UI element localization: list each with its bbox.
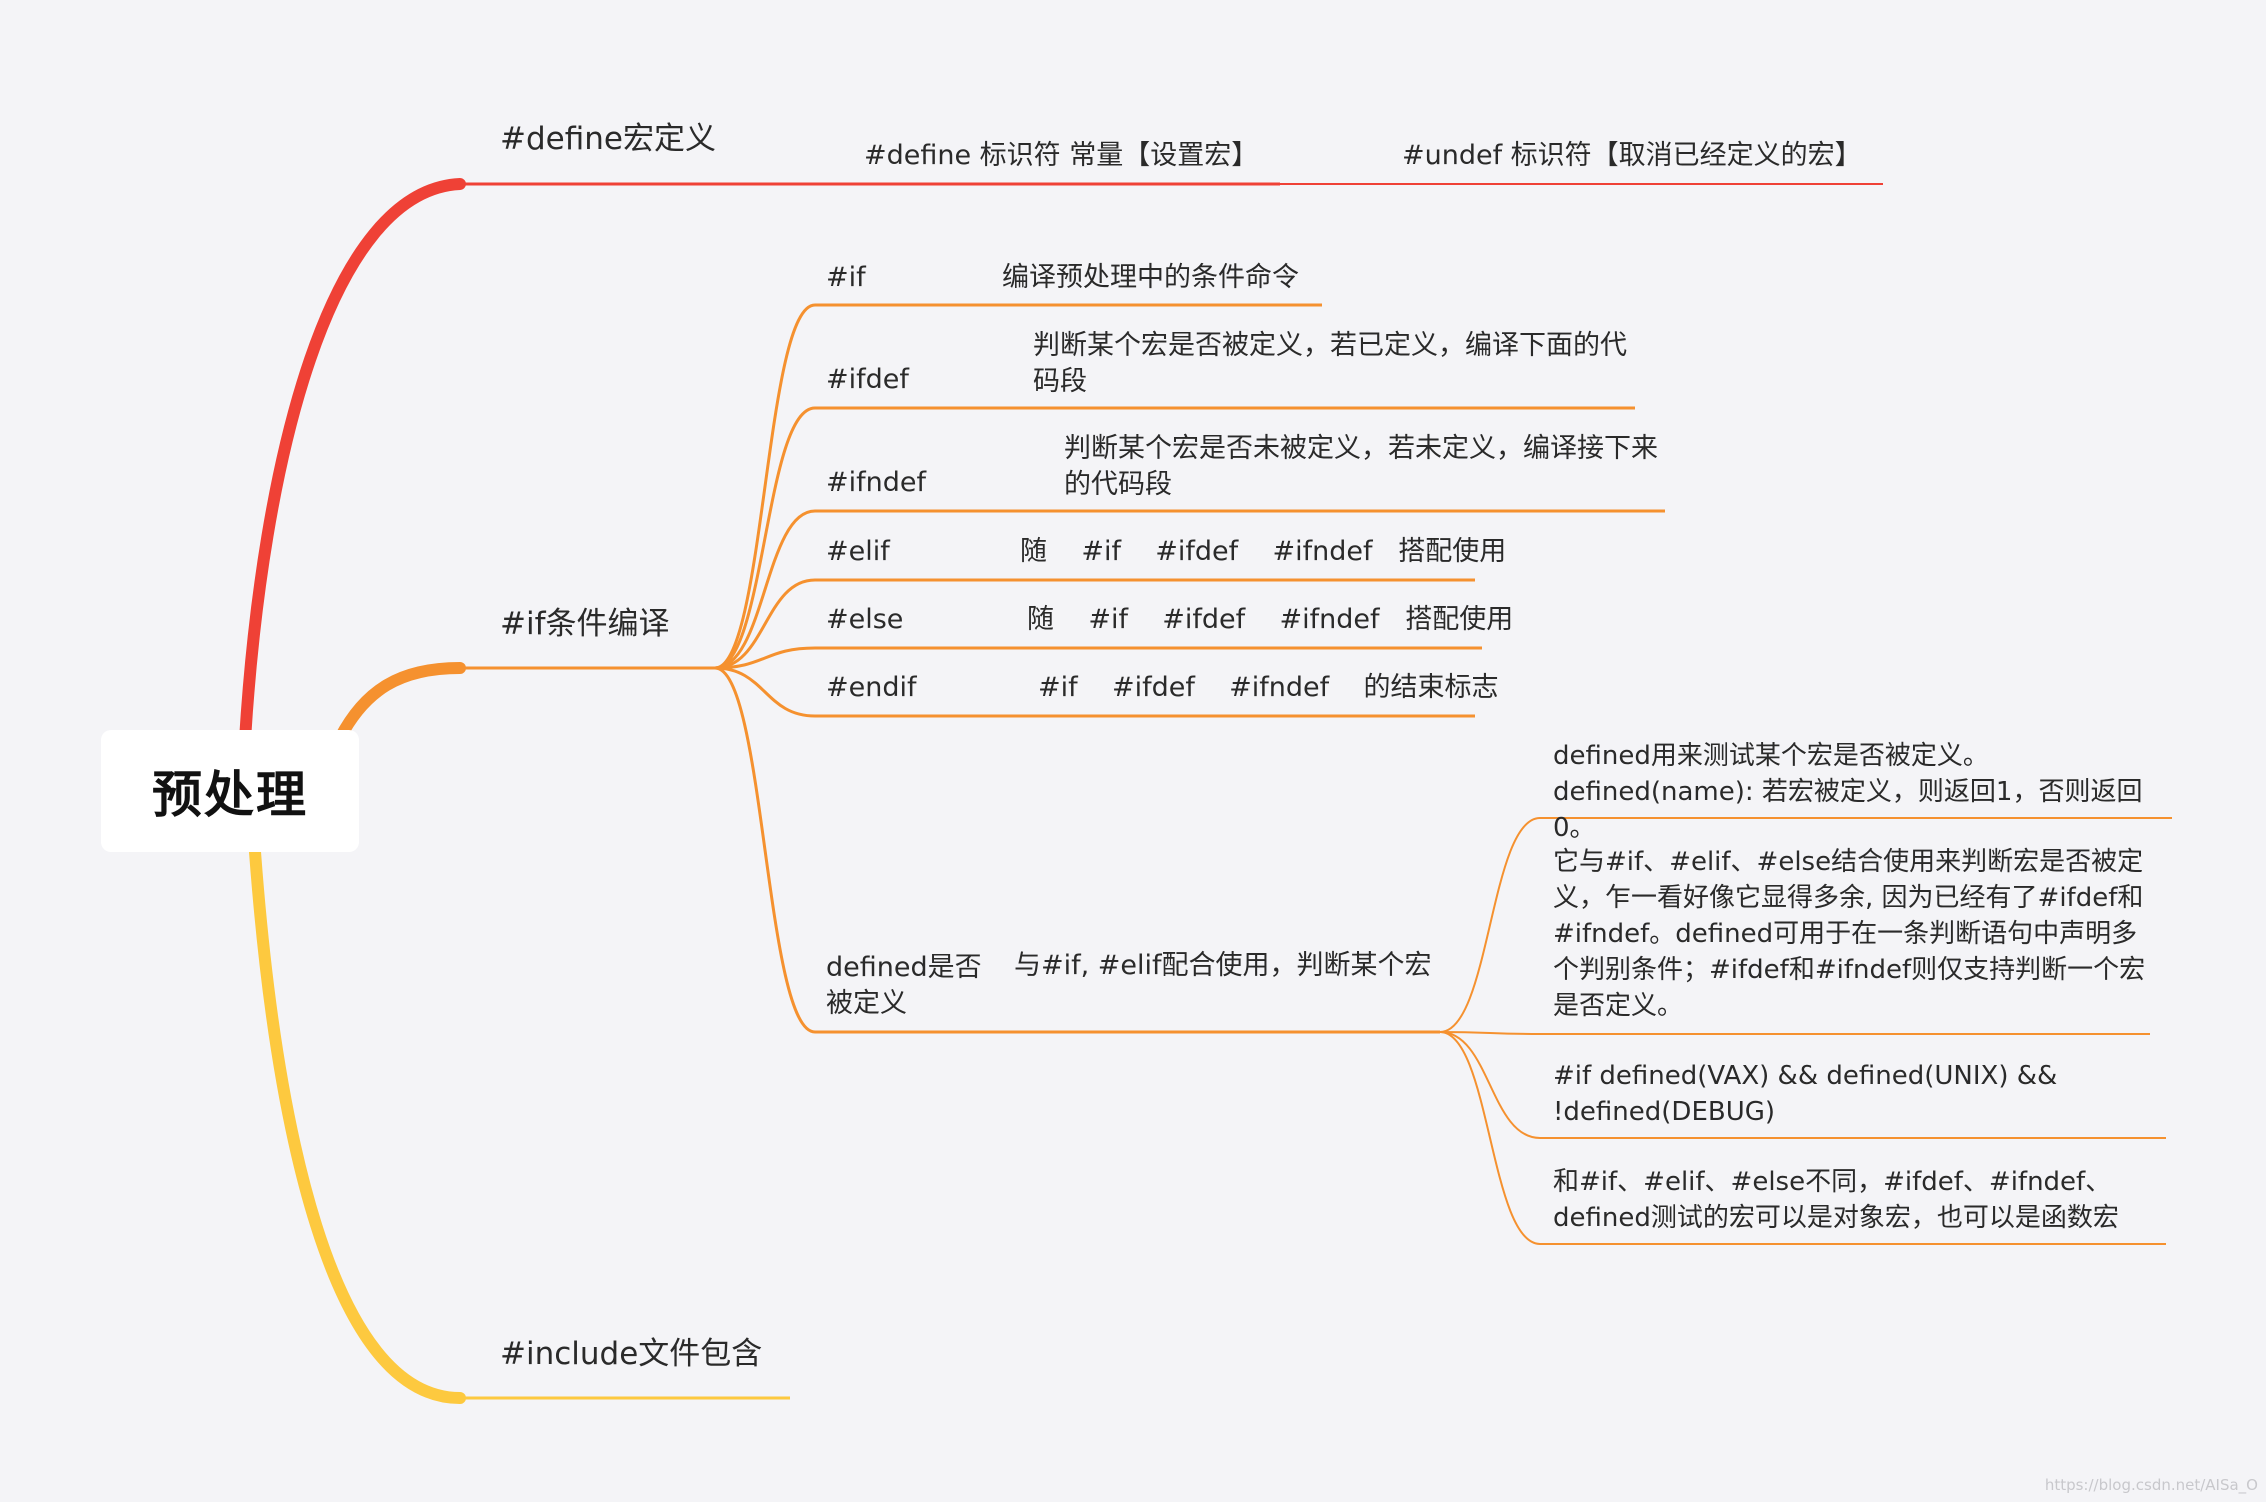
root-label: 预处理 [152, 766, 308, 824]
elif-item-key[interactable]: #elif [826, 536, 890, 567]
branch-connector-define [239, 178, 466, 746]
branch-include-label[interactable]: #include文件包含 [500, 1336, 763, 1372]
root-node[interactable]: 预处理 [101, 730, 359, 852]
defined-note-example: #if defined(VAX) && defined(UNIX) && !de… [1553, 1061, 2058, 1127]
ifndef-item-desc: 判断某个宏是否未被定义，若未定义，编译接下来的代码段 [1064, 433, 1658, 500]
endif-item-key[interactable]: #endif [826, 672, 917, 703]
defined-note-object-function-macro: 和#if、#elif、#else不同，#ifdef、#ifndef、define… [1553, 1167, 2119, 1233]
ifndef-item-key[interactable]: #ifndef [826, 467, 926, 498]
defined-notes-connectors [1439, 817, 2172, 1245]
ifdef-item-desc: 判断某个宏是否被定义，若已定义，编译下面的代码段 [1033, 330, 1627, 397]
watermark: https://blog.csdn.net/AISa_O [2044, 1476, 2258, 1494]
branch-define-label[interactable]: #define宏定义 [500, 121, 716, 157]
branch-if-label[interactable]: #if条件编译 [500, 606, 670, 642]
define-child-undef[interactable]: #undef 标识符【取消已经定义的宏】 [1402, 140, 1862, 171]
ifdef-item-key[interactable]: #ifdef [826, 364, 909, 395]
if-children-connectors [714, 303, 1665, 1034]
endif-item-desc: #if #ifdef #ifndef 的结束标志 [1038, 672, 1499, 703]
define-child-set-macro[interactable]: #define 标识符 常量【设置宏】 [864, 140, 1259, 171]
branch-connector-include [249, 846, 466, 1404]
if-item-desc: 编译预处理中的条件命令 [1002, 262, 1299, 293]
defined-note-return: defined用来测试某个宏是否被定义。defined(name): 若宏被定义… [1553, 741, 2143, 843]
else-item-desc: 随 #if #ifdef #ifndef 搭配使用 [1027, 604, 1514, 635]
defined-item-key[interactable]: defined是否被定义 [826, 952, 982, 1019]
else-item-key[interactable]: #else [826, 604, 904, 635]
defined-item-desc: 与#if, #elif配合使用，判断某个宏 [1014, 950, 1432, 981]
branch-connector-if [334, 662, 466, 744]
defined-note-usage: 它与#if、#elif、#else结合使用来判断宏是否被定义，乍一看好像它显得多… [1553, 847, 2146, 1021]
elif-item-desc: 随 #if #ifdef #ifndef 搭配使用 [1020, 536, 1507, 567]
if-item-key[interactable]: #if [826, 262, 866, 293]
